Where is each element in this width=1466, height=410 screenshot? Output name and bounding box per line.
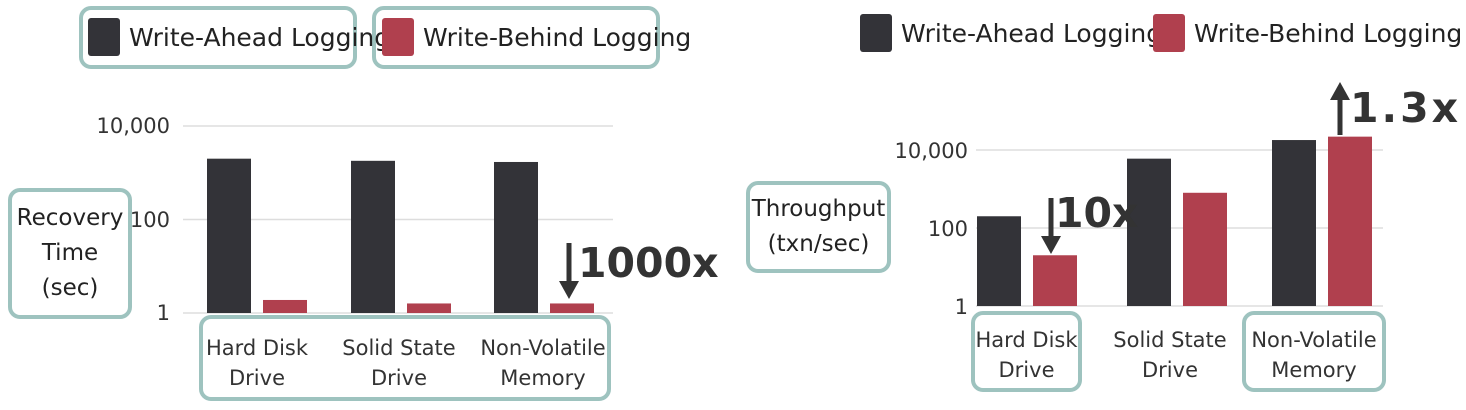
- category-hdd-line-2: Drive: [998, 358, 1055, 382]
- legend-swatch-write-behind: [1153, 14, 1185, 52]
- annotation-10x: 10x: [1055, 189, 1139, 237]
- down-arrow-icon: [1041, 198, 1061, 254]
- legend-write-behind: Write-Behind Logging: [382, 18, 691, 56]
- legend-write-ahead: Write-Ahead Logging: [88, 18, 390, 56]
- category-box-nvm: [1242, 311, 1386, 392]
- recovery-time-chart: Write-Ahead Logging Write-Behind Logging…: [8, 6, 719, 401]
- bar-write-ahead-0: [207, 158, 251, 313]
- annotation-1000x: 1000x: [578, 239, 719, 287]
- category-hdd-line-1: Hard Disk: [975, 328, 1078, 352]
- legend-write-behind: Write-Behind Logging: [1153, 14, 1462, 52]
- throughput-chart: Write-Ahead Logging Write-Behind Logging…: [733, 0, 1466, 410]
- y-axis-label-line-3: (sec): [41, 275, 99, 301]
- y-tick-1: 1: [954, 295, 968, 319]
- category-nvm-line-2: Memory: [1271, 358, 1357, 382]
- legend-box-write-behind: [372, 6, 660, 69]
- up-arrow-icon: [1330, 82, 1350, 135]
- plot-area: [976, 82, 1383, 307]
- category-nvm-line-1: Non-Volatile: [480, 336, 606, 360]
- legend-label-write-behind: Write-Behind Logging: [423, 22, 692, 52]
- category-ssd: Solid State Drive: [1110, 325, 1230, 385]
- category-ssd-line-1: Solid State: [342, 336, 456, 360]
- category-ssd: Solid State Drive: [339, 333, 459, 393]
- y-tick-10000: 10,000: [894, 139, 968, 163]
- annotation-1-3x: 1.3x: [1350, 84, 1462, 132]
- category-ssd-line-1: Solid State: [1113, 328, 1227, 352]
- bar-write-behind-1: [1183, 192, 1227, 306]
- category-box-hdd: [971, 311, 1082, 392]
- bar-write-behind-1: [407, 303, 451, 313]
- category-hdd: Hard Disk Drive: [199, 333, 315, 393]
- y-tick-1: 1: [156, 301, 170, 325]
- category-nvm: Non-Volatile Memory: [1246, 325, 1382, 385]
- category-ssd-line-2: Drive: [371, 366, 427, 390]
- legend-swatch-write-ahead: [860, 14, 892, 52]
- category-hdd-line-1: Hard Disk: [205, 336, 309, 360]
- y-tick-10000: 10,000: [96, 114, 170, 138]
- y-axis-label-line-2: Time: [41, 240, 99, 266]
- y-axis-label-line-1: Throughput: [751, 196, 886, 222]
- bar-write-ahead-1: [351, 160, 395, 313]
- category-nvm: Non-Volatile Memory: [477, 333, 609, 393]
- bar-write-ahead-2: [1272, 140, 1316, 306]
- bar-write-ahead-2: [494, 161, 538, 313]
- legend-box-write-ahead: [79, 6, 357, 69]
- y-axis-label-line-1: Recovery: [16, 205, 124, 231]
- down-arrow-icon: [559, 243, 579, 299]
- category-hdd-line-2: Drive: [229, 366, 285, 390]
- category-box: [199, 315, 611, 401]
- bar-write-behind-0: [263, 299, 307, 313]
- category-hdd: Hard Disk Drive: [971, 325, 1082, 385]
- legend-swatch-write-behind: [382, 18, 414, 56]
- bar-write-behind-2: [550, 303, 594, 313]
- legend-swatch-write-ahead: [88, 18, 120, 56]
- bar-write-ahead-1: [1127, 158, 1171, 306]
- bar-write-behind-2: [1328, 136, 1372, 306]
- bar-write-ahead-0: [977, 216, 1021, 306]
- category-ssd-line-2: Drive: [1142, 358, 1198, 382]
- legend-write-ahead: Write-Ahead Logging: [860, 14, 1162, 52]
- y-tick-100: 100: [927, 217, 968, 241]
- plot-area: [183, 125, 613, 314]
- legend-label-write-ahead: Write-Ahead Logging: [129, 22, 391, 52]
- y-axis-label-line-2: (txn/sec): [767, 231, 870, 257]
- y-axis-label: Throughput (txn/sec): [746, 181, 891, 273]
- legend-label-write-behind: Write-Behind Logging: [1194, 18, 1463, 48]
- category-nvm-line-2: Memory: [500, 366, 586, 390]
- y-axis-label: Recovery Time (sec): [8, 188, 132, 319]
- y-tick-100: 100: [129, 208, 170, 232]
- legend-label-write-ahead: Write-Ahead Logging: [901, 18, 1163, 48]
- bar-write-behind-0: [1033, 255, 1077, 306]
- category-nvm-line-1: Non-Volatile: [1251, 328, 1377, 352]
